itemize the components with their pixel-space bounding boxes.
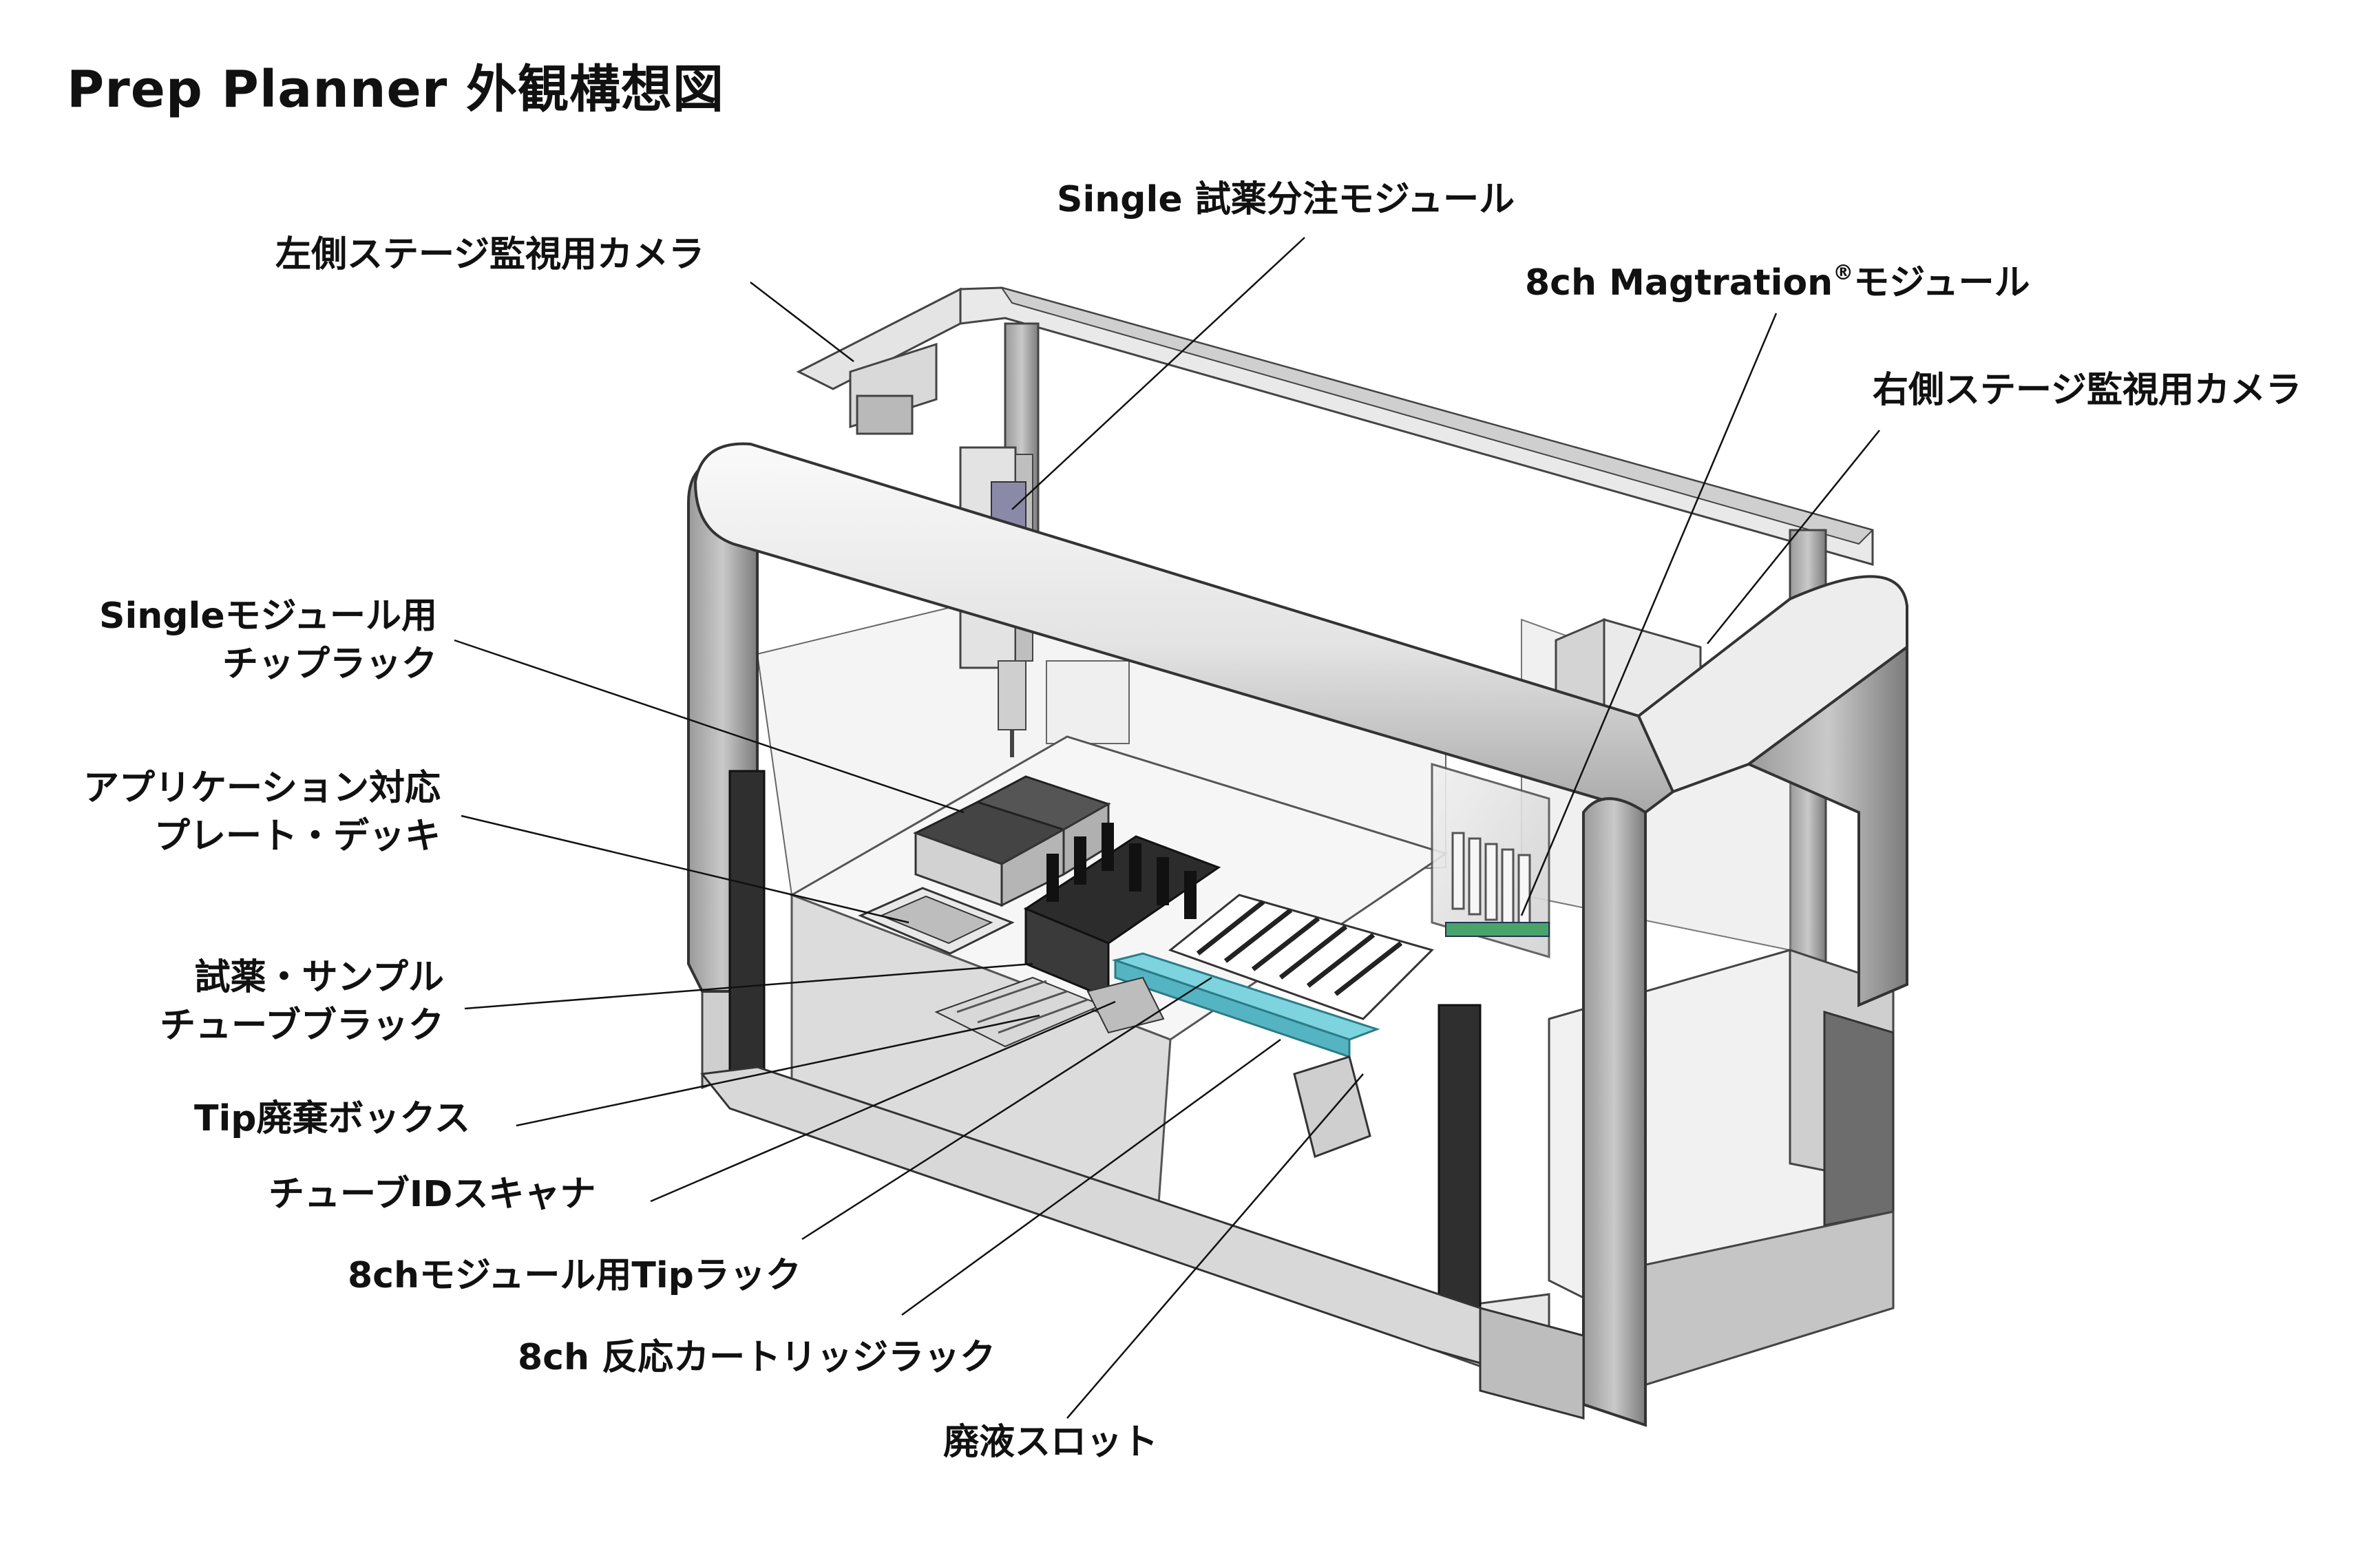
- leader-tube-scanner: [650, 1000, 1116, 1203]
- leader-lines: [454, 237, 1880, 1419]
- registered-mark: ®: [1833, 261, 1854, 285]
- label-cartridge-rack: 8ch 反応カートリッジラック: [518, 1337, 996, 1378]
- label-magtration-suffix: モジュール: [1853, 262, 2030, 304]
- leader-right-camera: [1707, 430, 1880, 644]
- leader-tip-waste: [516, 1014, 1040, 1127]
- label-single-module: Single 試薬分注モジュール: [1057, 179, 1515, 220]
- label-single-tip-rack-line2: チップラック: [222, 644, 437, 685]
- leader-single-module: [1011, 237, 1305, 510]
- tube-rack: [1023, 823, 1221, 1000]
- label-waste-slot: 廃液スロット: [943, 1422, 1159, 1463]
- label-plate-deck-line1: アプリケーション対応: [83, 768, 441, 809]
- label-tube-rack: 試薬・サンプル チューブブラック: [69, 953, 444, 1050]
- label-right-camera: 右側ステージ監視用カメラ: [1873, 370, 2302, 411]
- leader-plate-deck: [461, 814, 909, 924]
- leader-8ch-tip-rack: [801, 976, 1212, 1241]
- label-tube-rack-line2: チューブブラック: [160, 1005, 444, 1046]
- label-left-camera: 左側ステージ監視用カメラ: [275, 234, 704, 275]
- label-plate-deck-line2: プレート・デッキ: [154, 816, 441, 857]
- label-magtration-name: 8ch Magtration: [1525, 262, 1833, 304]
- label-8ch-tip-rack: 8chモジュール用Tipラック: [348, 1255, 801, 1296]
- front-frame: [687, 442, 1908, 1427]
- deck: [789, 735, 1449, 1234]
- label-tip-waste: Tip廃棄ボックス: [194, 1098, 470, 1139]
- label-tube-scanner: チューブIDスキャナ: [268, 1174, 596, 1215]
- label-single-tip-rack-line1: Singleモジュール用: [99, 596, 437, 637]
- leader-left-camera: [750, 282, 854, 362]
- leader-single-tip-rack: [454, 639, 965, 814]
- label-tube-rack-line1: 試薬・サンプル: [194, 957, 444, 998]
- leader-tube-rack: [464, 962, 1033, 1010]
- page-title: Prep Planner 外観構想図: [67, 60, 724, 119]
- leader-cartridge-rack: [901, 1038, 1281, 1316]
- label-plate-deck: アプリケーション対応 プレート・デッキ: [28, 764, 441, 861]
- label-single-tip-rack: Singleモジュール用 チップラック: [55, 592, 437, 688]
- magtration-module: [1431, 762, 1550, 959]
- label-magtration: 8ch Magtration®モジュール: [1525, 249, 2030, 307]
- right-cabinet: [1548, 948, 1895, 1400]
- leader-magtration: [1520, 313, 1778, 916]
- leader-waste-slot: [1066, 1073, 1364, 1419]
